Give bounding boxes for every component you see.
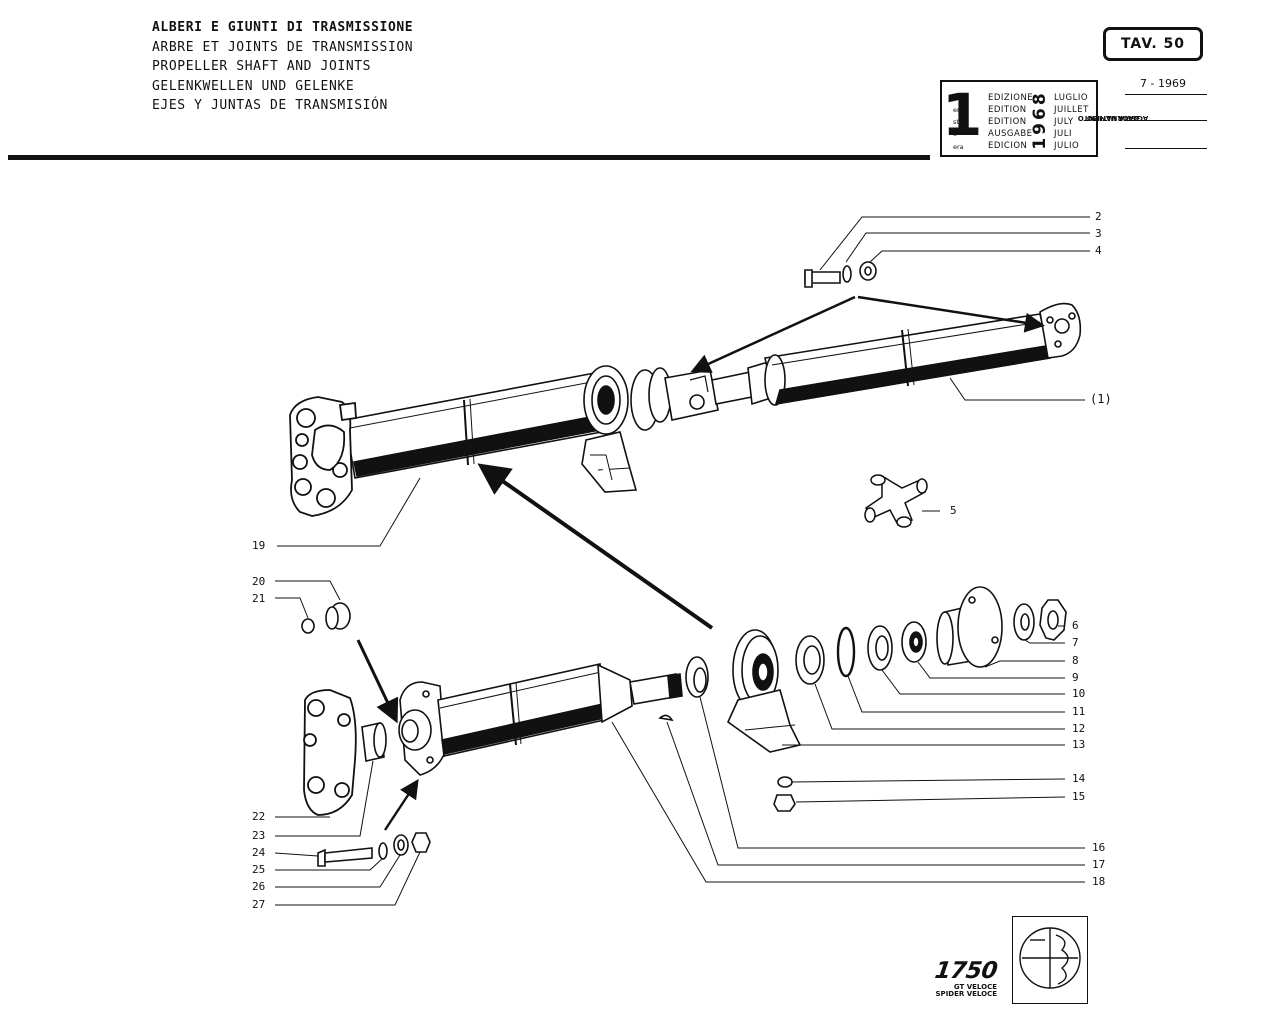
part-number-label: 3 [1095,227,1102,240]
update-rule [1125,120,1207,121]
key-17 [658,714,674,722]
model-badge: 1750 GT VELOCE SPIDER VELOCE [915,958,999,998]
part-number-label: 5 [950,504,957,517]
part-number-label: 23 [252,829,266,842]
edition-suffix: ere [953,106,964,114]
bushing-23 [361,722,387,762]
part-number-label: 12 [1072,722,1086,735]
header-rule [8,155,930,160]
title-italian: ALBERI E GIUNTI DI TRASMISSIONE [152,20,414,35]
edition-label: EDIZIONE [988,93,1034,103]
rear-flange [1039,302,1082,359]
front-tube [344,371,613,479]
part-number-label: (1) [1090,392,1112,406]
edition-month: JUILLET [1054,105,1089,115]
update-date: 7 - 1969 [1140,77,1186,90]
part-number-label: 15 [1072,790,1086,803]
flex-coupling-22 [303,689,357,816]
part-number-label: 6 [1072,619,1079,632]
part-number-label: 18 [1092,875,1106,888]
update-rule [1125,148,1207,149]
edition-month: LUGLIO [1054,93,1089,103]
edition-suffix: era [953,143,964,151]
part-number-label: 17 [1092,858,1106,871]
edition-label: EDITION [988,117,1027,127]
bolt-washer-nut-2-3-4 [804,261,877,288]
alfa-romeo-logo [1019,927,1081,989]
ball-bearing-12 [795,635,825,685]
edition-month: JULY [1054,117,1074,127]
nut-15 [773,794,796,812]
part-number-label: 2 [1095,210,1102,223]
title-english: PROPELLER SHAFT AND JOINTS [152,59,372,74]
edition-label: AUSGABE [988,129,1033,139]
title-french: ARBRE ET JOINTS DE TRANSMISSION [152,40,414,55]
upper-universal-joint [630,360,772,431]
part-number-label: 20 [252,575,266,588]
lower-flange [398,681,446,776]
part-number-label: 13 [1072,738,1086,751]
flex-coupling-front [289,396,357,517]
logo-frame [1012,916,1088,1004]
washer-21 [301,618,315,634]
part-number-label: 7 [1072,636,1079,649]
washer-7 [1013,603,1035,641]
edition-box: 1 a ere st e era EDIZIONE EDITION EDITIO… [940,80,1098,157]
cup-10 [867,625,893,671]
edition-month: JULIO [1054,141,1080,151]
title-german: GELENKWELLEN UND GELENKE [152,79,355,94]
circlip-11 [836,626,856,678]
part-number-label: 14 [1072,772,1086,785]
nut-6 [1039,599,1067,641]
lower-shaft-assembly [301,586,1067,867]
part-number-label: 16 [1092,841,1106,854]
plate-number: TAV. 50 [1103,27,1203,61]
leader-lines [274,216,1090,906]
washer-14 [777,776,793,788]
spider-cross-5 [864,474,928,528]
companion-flange-8 [936,586,1003,668]
assembly-pointer-arrow [477,463,714,630]
model-line: GT VELOCE [953,983,997,991]
edition-suffix: a [953,93,957,101]
edition-month: JULI [1054,129,1072,139]
part-number-label: 25 [252,863,266,876]
model-line: SPIDER VELOCE [935,990,997,998]
edition-label: EDICION [988,141,1028,151]
model-number: 1750 [933,958,999,984]
edition-suffix: e [953,130,957,138]
part-number-label: 24 [252,846,266,859]
update-rule [1125,94,1207,95]
title-spanish: EJES Y JUNTAS DE TRANSMISIÓN [152,98,388,113]
part-number-label: 21 [252,592,266,605]
part-number-label: 9 [1072,671,1079,684]
support-bearing-13 [726,629,802,753]
part-number-label: 4 [1095,244,1102,257]
lower-tube [437,663,605,757]
part-number-label: 22 [252,810,266,823]
bushing-20 [325,602,351,630]
part-number-label: 8 [1072,654,1079,667]
part-number-label: 27 [252,898,266,911]
rear-tube [764,313,1051,406]
edition-number: 1 [942,81,983,149]
edition-label: EDITION [988,105,1027,115]
upper-shaft-assembly [289,261,1082,517]
part-number-label: 19 [252,539,266,552]
part-number-label: 26 [252,880,266,893]
part-number-label: 11 [1072,705,1086,718]
center-support-bearing [581,365,638,493]
bolt-washer-nut-24-27 [317,832,431,867]
seal-9 [901,621,927,663]
part-number-label: 10 [1072,687,1086,700]
edition-suffix: st [953,118,959,126]
